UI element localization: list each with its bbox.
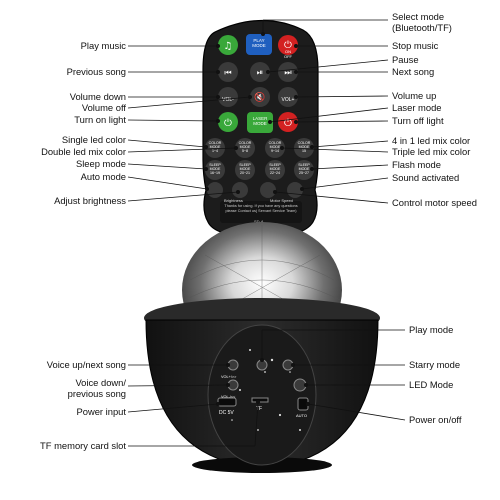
turn-off-light-button[interactable] [278, 112, 298, 132]
label-single-led-color: Single led color [61, 134, 126, 145]
vol-plus-text: VOL+ [281, 97, 295, 103]
remote-model: SD-A [254, 219, 264, 224]
color-mode-1-text: COLOR MODE 1~4 [208, 141, 222, 154]
play-pause-icon: ⏯ [257, 68, 263, 77]
label-volume-down: Volume down [69, 91, 126, 102]
sleep-mode-1-button[interactable] [205, 160, 225, 180]
power-off-icon: ⏻ [284, 118, 292, 129]
brightness-down-button[interactable] [232, 182, 248, 198]
previous-icon: ⏮ [224, 68, 231, 77]
next-song-button[interactable] [278, 62, 298, 82]
next-icon: ⏭ [284, 68, 291, 77]
laser-mode-text: LASER MODE [252, 116, 268, 126]
sleep-mode-3-text: SLEEP MODE 22~24 [269, 163, 281, 176]
label-pause: Pause [392, 54, 419, 65]
volume-off-button[interactable] [250, 87, 270, 107]
sleep-mode-2-text: SLEEP MODE 20~21 [239, 163, 251, 176]
play-mode-text: PLAY MODE [252, 38, 266, 48]
mute-icon: 🔇 [254, 91, 265, 103]
select-mode-button[interactable] [246, 34, 272, 55]
label-power-on-off: Power on/off [409, 414, 462, 425]
play-music-button[interactable] [218, 35, 238, 55]
color-mode-3-button[interactable] [265, 138, 285, 158]
label-starry-mode: Starry mode [409, 359, 461, 370]
color-mode-1-button[interactable] [205, 138, 225, 158]
label-volume-up: Volume up [392, 90, 437, 101]
vol-down-text: VOL-/<< [221, 395, 236, 399]
stop-music-button[interactable] [278, 35, 298, 55]
tf-text: TF [256, 406, 263, 412]
label-adjust-brightness: Adjust brightness [54, 195, 126, 206]
color-mode-2-text: COLOR MODE 5~8 [238, 141, 252, 154]
label-play-mode: Play mode [409, 324, 454, 335]
power-icon: ⏻ [284, 40, 292, 51]
vol-minus-text: VOL- [222, 97, 234, 103]
label-select-mode: Select mode [392, 11, 445, 22]
sleep-mode-4-text: SLEEP MODE 25~27 [298, 163, 310, 176]
label-sleep-mode: Sleep mode [75, 158, 126, 169]
label-volume-off: Volume off [81, 102, 126, 113]
label-laser-mode: Laser mode [392, 102, 442, 113]
motor-slow-button[interactable] [260, 182, 276, 198]
label-stop-music: Stop music [392, 40, 439, 51]
label-auto-mode: Auto mode [80, 171, 126, 182]
label-control-motor-speed: Control motor speed [392, 197, 477, 208]
label-turn-on-light: Turn on light [74, 114, 126, 125]
sleep-mode-1-text: SLEEP MODE 16~19 [209, 163, 221, 176]
brightness-text: Brightness [224, 198, 243, 203]
label-play-music: Play music [80, 40, 126, 51]
pause-button[interactable] [250, 62, 270, 82]
label-triple-led: Triple led mix color [392, 146, 471, 157]
color-mode-4-text: COLOR MODE 15 [297, 141, 311, 154]
motor-speed-text: Motor Speed [270, 198, 293, 203]
turn-on-light-button[interactable] [218, 112, 238, 132]
vol-up-text: VOL+/>> [221, 375, 237, 379]
previous-song-button[interactable] [218, 62, 238, 82]
label-voice-up-next: Voice up/next song [46, 359, 126, 370]
volume-down-button[interactable] [218, 87, 238, 107]
sleep-mode-4-button[interactable] [294, 160, 314, 180]
label-voice-down: Voice down/ [75, 377, 126, 388]
power-on-icon: ⏻ [224, 118, 232, 129]
label-previous-song-2: previous song [67, 388, 126, 399]
color-mode-2-button[interactable] [235, 138, 255, 158]
label-power-input: Power input [76, 406, 126, 417]
music-note-icon: ♫ [224, 41, 233, 52]
label-double-led-mix-color: Double led mix color [41, 146, 126, 157]
sleep-mode-2-button[interactable] [235, 160, 255, 180]
auto-text: AUTO [296, 413, 308, 418]
dc-text: DC 5V [219, 410, 234, 416]
remote-footer-note: Thanks for using. If you have any questi… [224, 204, 298, 213]
label-sound-activated: Sound activated [392, 172, 460, 183]
label-flash-mode: Flash mode [392, 159, 441, 170]
label-led-mode: LED Mode [409, 379, 454, 390]
remote-sticker [220, 201, 302, 223]
label-tf-slot: TF memory card slot [40, 440, 126, 451]
on-off-text: ON OFF [284, 49, 292, 59]
label-next-song: Next song [392, 66, 435, 77]
color-mode-4-button[interactable] [294, 138, 314, 158]
laser-mode-button[interactable] [247, 112, 273, 133]
color-mode-3-text: COLOR MODE 9~14 [268, 141, 282, 154]
label-select-mode-sub: (Bluetooth/TF) [392, 22, 452, 33]
volume-up-button[interactable] [278, 87, 298, 107]
sleep-mode-3-button[interactable] [265, 160, 285, 180]
label-turn-off-light: Turn off light [392, 115, 444, 126]
label-4in1-led: 4 in 1 led mix color [392, 135, 471, 146]
label-previous-song: Previous song [66, 66, 126, 77]
